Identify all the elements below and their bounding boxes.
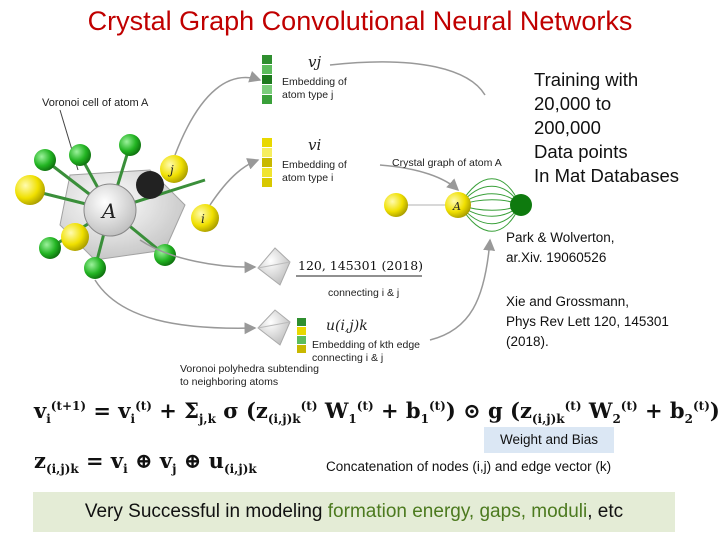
green-atom: [69, 144, 91, 166]
edge-caption-2: connecting i & j: [312, 352, 383, 364]
polyhedra-caption-1: Voronoi polyhedra subtending: [180, 363, 319, 375]
banner-prefix: Very Successful in modeling: [84, 501, 328, 522]
graph-node-a: [445, 192, 471, 218]
crystal-cluster: A j i: [15, 134, 219, 279]
yellow-atom: [61, 223, 89, 251]
polyhedra-caption-2: to neighboring atoms: [180, 376, 278, 388]
weight-bias-label: Weight and Bias: [484, 427, 614, 453]
green-atom: [119, 134, 141, 156]
overlay-connecting: connecting i & j: [328, 287, 399, 299]
edge-symbol: u(i,j)k: [326, 318, 368, 334]
atom-i: [191, 204, 219, 232]
training-line: 200,000: [534, 117, 601, 138]
atom-i-label: i: [201, 212, 205, 226]
polyhedron-lower: [257, 309, 291, 346]
arrow-to-vj: [174, 70, 262, 156]
training-line: Training with: [534, 69, 639, 90]
voronoi-label: Voronoi cell of atom A: [42, 97, 149, 109]
green-atom: [39, 237, 61, 259]
reference-line: ar.Xiv. 19060526: [506, 250, 607, 265]
reference-line: Park & Wolverton,: [506, 230, 615, 245]
vj-caption-1: Embedding of: [282, 76, 347, 88]
graph-node-a-label: A: [452, 200, 461, 213]
crystal-graph-label: Crystal graph of atom A: [392, 157, 502, 169]
atom-j-label: j: [167, 163, 174, 177]
reference-line: (2018).: [506, 334, 549, 349]
reference-park-wolverton: Park & Wolverton, ar.Xiv. 19060526: [506, 228, 615, 268]
banner-highlight: formation energy, gaps, moduli: [327, 501, 588, 522]
vi-embedding-bar: [262, 138, 272, 187]
arrow-to-polyhedron: [139, 239, 257, 274]
green-atom: [84, 257, 106, 279]
vi-caption-2: atom type i: [282, 172, 333, 184]
green-atom: [154, 244, 176, 266]
page-title: Crystal Graph Convolutional Neural Netwo…: [87, 6, 633, 36]
overlay-reference: 120, 145301 (2018): [298, 258, 423, 273]
vj-symbol: vj: [308, 53, 321, 71]
vj-embedding-bar: [262, 55, 272, 104]
edge-embedding-bar: [297, 318, 306, 353]
arrow-vi-to-graph: [379, 164, 460, 192]
concat-equation: z(i,j)k = vi ⊕ vj ⊕ u(i,j)k: [34, 448, 257, 477]
arrow-to-vi: [209, 158, 260, 206]
arrow-edge-to-graph: [429, 238, 496, 341]
reference-line: Phys Rev Lett 120, 145301: [506, 314, 669, 329]
reference-xie-grossmann: Xie and Grossmann, Phys Rev Lett 120, 14…: [506, 292, 669, 352]
training-line: 20,000 to: [534, 93, 612, 114]
training-line: Data points: [534, 141, 628, 162]
banner-suffix: , etc: [587, 501, 624, 522]
polyhedron-upper: [257, 247, 291, 286]
graph-node-yellow: [384, 193, 408, 217]
training-line: In Mat Databases: [534, 165, 679, 186]
arrow-vj-to-graph: [329, 61, 486, 96]
atom-a-label: A: [100, 199, 116, 223]
arrow-to-edge: [94, 279, 257, 335]
vj-caption-2: atom type j: [282, 89, 333, 101]
central-atom-a: [83, 183, 137, 237]
edge-caption-1: Embedding of kth edge: [312, 339, 420, 351]
vi-symbol: vi: [308, 136, 321, 154]
yellow-atom: [15, 175, 45, 205]
green-atom: [34, 149, 56, 171]
summary-banner: Very Successful in modeling formation en…: [33, 492, 675, 532]
reference-line: Xie and Grossmann,: [506, 294, 630, 309]
graph-node-green: [510, 194, 532, 216]
vi-caption-1: Embedding of: [282, 159, 347, 171]
dark-atom: [136, 171, 164, 199]
concat-label: Concatenation of nodes (i,j) and edge ve…: [326, 459, 612, 474]
atom-j: [160, 155, 188, 183]
update-equation: vi(t+1) = vi(t) + Σj,k σ (z(i,j)k(t) W1(…: [34, 398, 720, 427]
crystal-graph: A: [384, 178, 532, 232]
training-note: Training with 20,000 to 200,000 Data poi…: [534, 68, 679, 188]
